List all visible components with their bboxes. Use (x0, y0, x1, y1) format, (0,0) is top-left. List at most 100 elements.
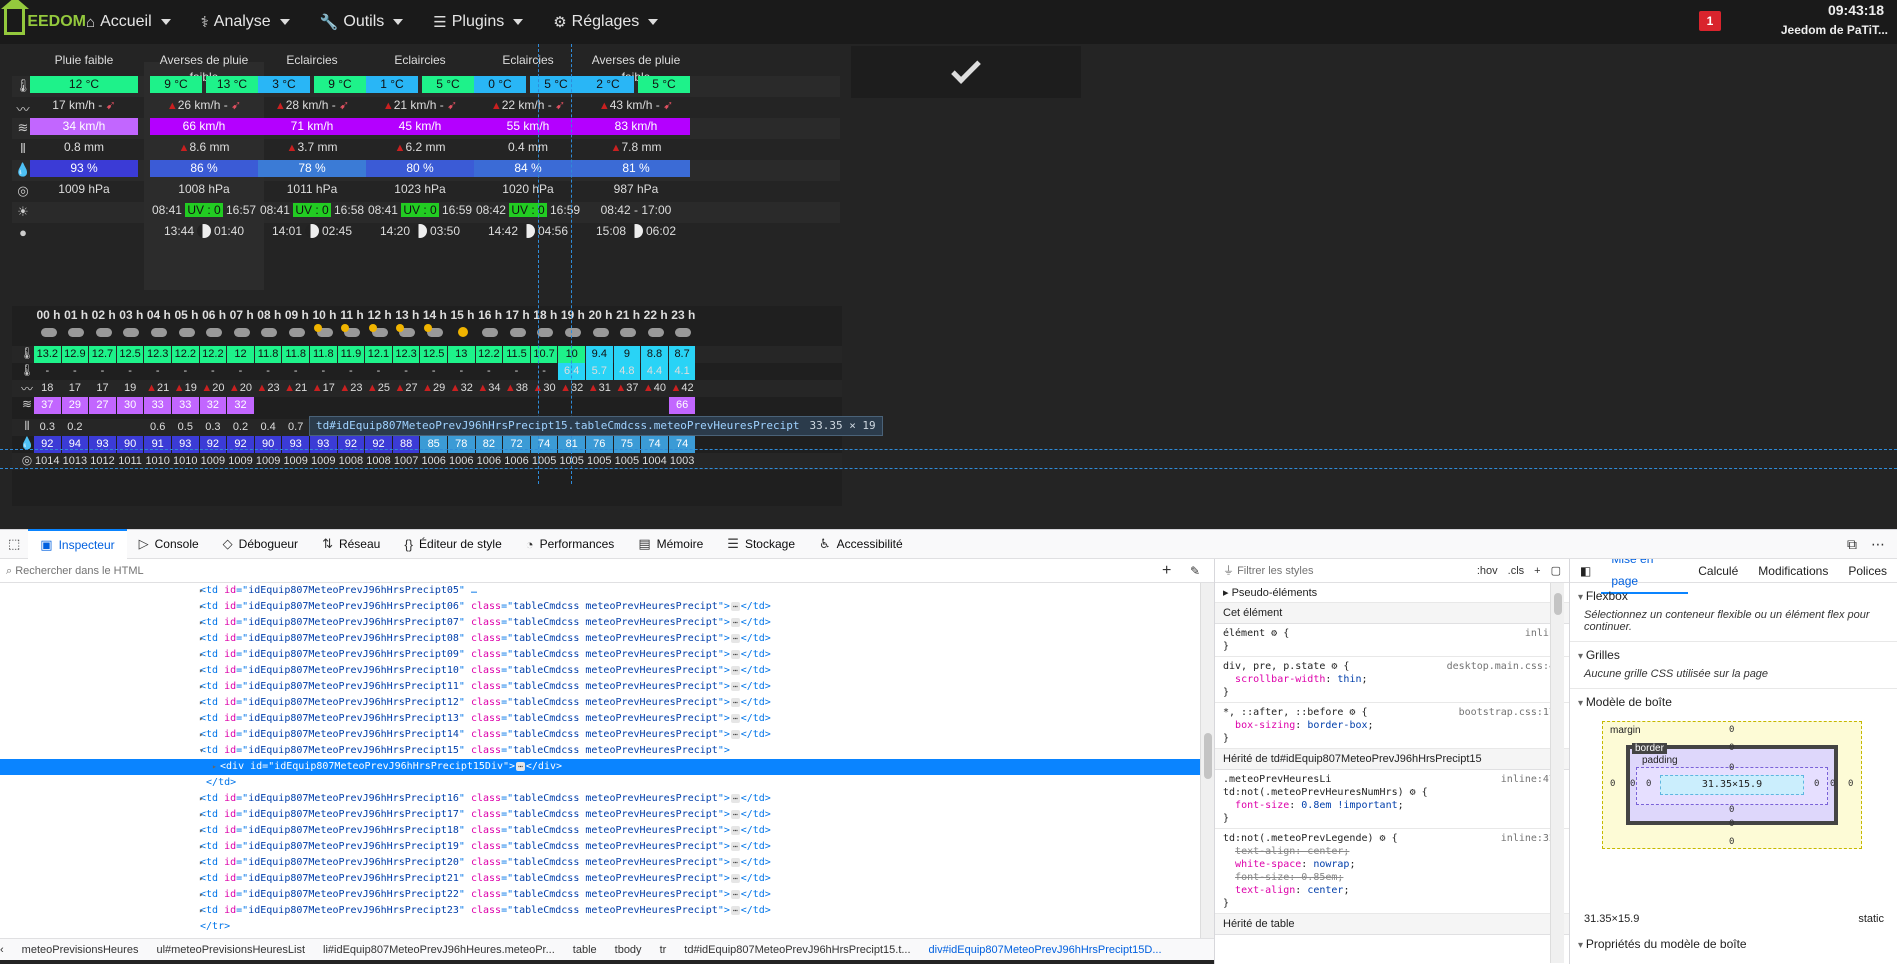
rule-source[interactable]: desktop.main.css:47 (1446, 661, 1561, 672)
html-node[interactable]: ▸<td id="idEquip807MeteoPrevJ96hHrsPreci… (199, 857, 771, 868)
box-model-properties-toggle[interactable]: Propriétés du modèle de boîte (1578, 937, 1747, 951)
border-left[interactable]: 0 (1630, 779, 1636, 789)
html-node[interactable]: ▸<td id="idEquip807MeteoPrevJ96hHrsPreci… (199, 905, 771, 916)
html-node[interactable]: ▸<td id="idEquip807MeteoPrevJ96hHrsPreci… (199, 809, 771, 820)
nav-accueil[interactable]: ⌂Accueil (86, 13, 171, 31)
tab-debogueur[interactable]: ◇Débogueur (222, 536, 299, 551)
breadcrumb-item[interactable]: ul#meteoPrevisionsHeuresList (156, 944, 306, 956)
scrollbar-thumb[interactable] (1204, 733, 1212, 779)
margin-top[interactable]: 0 (1729, 725, 1735, 735)
rules-scrollbar[interactable] (1550, 583, 1564, 963)
tab-memoire[interactable]: ▤Mémoire (638, 536, 704, 551)
user-name[interactable]: Jeedom de PaTiT... (1780, 23, 1888, 37)
tab-polices[interactable]: Polices (1848, 563, 1887, 578)
hour-pressure: 1011 (118, 455, 142, 467)
add-rule-icon[interactable]: + (1534, 565, 1541, 577)
html-node[interactable]: ▸<td id="idEquip807MeteoPrevJ96hHrsPreci… (199, 793, 771, 804)
nav-plugins[interactable]: ☰Plugins (433, 13, 524, 31)
filter-styles-input[interactable]: Filtrer les styles (1237, 565, 1314, 577)
tab-editeur-style[interactable]: {}Éditeur de style (404, 536, 502, 552)
html-node[interactable]: ▸<td id="idEquip807MeteoPrevJ96hHrsPreci… (199, 697, 771, 708)
html-search-input[interactable]: Rechercher dans le HTML (15, 565, 144, 577)
tab-inspecteur[interactable]: ▣Inspecteur (28, 529, 127, 559)
border-top[interactable]: 0 (1729, 743, 1735, 753)
hour-pressure: 1005 (614, 455, 640, 467)
html-node[interactable]: ▸<td id="idEquip807MeteoPrevJ96hHrsPreci… (199, 649, 771, 660)
margin-bottom[interactable]: 0 (1729, 837, 1735, 847)
html-node[interactable]: ▸<td id="idEquip807MeteoPrevJ96hHrsPreci… (199, 729, 771, 740)
sidebar-toggle-icon[interactable]: ◧ (1580, 563, 1592, 578)
tab-reseau[interactable]: ⇅Réseau (322, 536, 381, 551)
tab-accessibilite[interactable]: ♿Accessibilité (819, 536, 903, 551)
pick-element-button[interactable]: ⬚ (0, 529, 28, 559)
boxmodel-section-toggle[interactable]: Modèle de boîte (1570, 689, 1897, 713)
html-node[interactable]: ▸<td id="idEquip807MeteoPrevJ96hHrsPreci… (199, 585, 477, 596)
breadcrumb-item[interactable]: td#idEquip807MeteoPrevJ96hHrsPrecipt15.t… (684, 944, 911, 956)
html-node-selected[interactable]: ▸<div id="idEquip807MeteoPrevJ96hHrsPrec… (0, 759, 1200, 775)
html-node[interactable]: ▸<tr>⋯</tr> (0, 935, 1200, 938)
border-bottom[interactable]: 0 (1729, 819, 1735, 829)
hour-temp: 12.2 (475, 346, 503, 363)
breadcrumb-scroll-left-icon[interactable]: ‹ (0, 944, 4, 956)
element-highlighter-tooltip: td#idEquip807MeteoPrevJ96hHrsPrecipt15.t… (309, 416, 883, 436)
flexbox-section-toggle[interactable]: Flexbox (1570, 583, 1897, 607)
html-node[interactable]: ▸<td id="idEquip807MeteoPrevJ96hHrsPreci… (199, 633, 771, 644)
html-node[interactable]: ▸<td id="idEquip807MeteoPrevJ96hHrsPreci… (199, 873, 771, 884)
border-right[interactable]: 0 (1830, 779, 1836, 789)
caret-down-icon (160, 19, 171, 25)
tab-mise-en-page[interactable]: Mise en page (1601, 559, 1689, 594)
tab-console[interactable]: ▷Console (138, 536, 199, 551)
jeedom-logo[interactable]: EEDOM (0, 0, 86, 35)
scrollbar-thumb[interactable] (1554, 593, 1562, 615)
nav-outils[interactable]: 🔧Outils (320, 13, 404, 31)
validate-button[interactable] (851, 46, 1081, 98)
html-node[interactable]: ▸<td id="idEquip807MeteoPrevJ96hHrsPreci… (199, 713, 771, 724)
html-node[interactable]: ▾<td id="idEquip807MeteoPrevJ96hHrsPreci… (199, 745, 730, 756)
margin-left[interactable]: 0 (1610, 779, 1616, 789)
breadcrumb-item[interactable]: meteoPrevisionsHeures (21, 944, 139, 956)
html-tree-scrollbar[interactable] (1200, 583, 1214, 938)
rule-source[interactable]: inline:473 (1500, 774, 1561, 785)
hour-wind: ▲34 (477, 382, 501, 394)
tab-stockage[interactable]: ☰Stockage (727, 536, 795, 551)
html-node[interactable]: ▸<td id="idEquip807MeteoPrevJ96hHrsPreci… (199, 681, 771, 692)
pseudo-elements-toggle[interactable]: ▸ Pseudo-éléments (1215, 583, 1569, 603)
padding-left[interactable]: 0 (1646, 779, 1652, 789)
html-node[interactable]: ▸<td id="idEquip807MeteoPrevJ96hHrsPreci… (199, 889, 771, 900)
breadcrumb-item[interactable]: li#idEquip807MeteoPrevJ96hHeures.meteoPr… (323, 944, 555, 956)
nav-reglages[interactable]: ⚙Réglages (553, 13, 659, 31)
breadcrumb-item[interactable]: tbody (614, 944, 642, 956)
alert-count-badge[interactable]: 1 (1699, 11, 1721, 31)
margin-right[interactable]: 0 (1848, 779, 1854, 789)
breadcrumb-item[interactable]: tr (659, 944, 667, 956)
hour-humidity: 93 (282, 436, 309, 453)
html-node[interactable]: ▸<td id="idEquip807MeteoPrevJ96hHrsPreci… (199, 841, 771, 852)
tab-modifications[interactable]: Modifications (1758, 563, 1829, 578)
html-node[interactable]: ▸<td id="idEquip807MeteoPrevJ96hHrsPreci… (199, 825, 771, 836)
hov-toggle[interactable]: :hov (1476, 565, 1498, 577)
print-sim-icon[interactable]: ▢ (1550, 565, 1561, 577)
dock-icon[interactable]: ⧉ (1847, 536, 1857, 552)
rule-source[interactable]: inline (1524, 628, 1561, 639)
day-humidity: 86 % (150, 160, 258, 177)
padding-right[interactable]: 0 (1814, 779, 1820, 789)
cls-toggle[interactable]: .cls (1507, 565, 1525, 577)
html-node[interactable]: ▸<td id="idEquip807MeteoPrevJ96hHrsPreci… (199, 601, 771, 612)
eyedropper-icon[interactable]: ✎ (1190, 564, 1201, 578)
html-node[interactable]: ▸<td id="idEquip807MeteoPrevJ96hHrsPreci… (199, 617, 771, 628)
tab-calcule[interactable]: Calculé (1698, 563, 1739, 578)
rule-source[interactable]: inline:321 (1500, 833, 1561, 844)
add-node-icon[interactable]: + (1162, 562, 1172, 579)
box-content[interactable]: 31.35×15.9 (1660, 775, 1804, 795)
hour-humidity: 90 (116, 436, 144, 453)
padding-top[interactable]: 0 (1729, 763, 1735, 773)
grids-section-toggle[interactable]: Grilles (1570, 642, 1897, 666)
tab-performances[interactable]: ◔Performances (525, 536, 615, 552)
breadcrumb-item[interactable]: table (572, 944, 597, 956)
breadcrumb-item[interactable]: div#idEquip807MeteoPrevJ96hHrsPrecipt15D… (928, 944, 1162, 956)
nav-analyse[interactable]: ⚕Analyse (201, 13, 290, 31)
html-node[interactable]: ▸<td id="idEquip807MeteoPrevJ96hHrsPreci… (199, 665, 771, 676)
more-menu-icon[interactable]: ⋯ (1871, 536, 1885, 552)
rule-source[interactable]: bootstrap.css:171 (1458, 707, 1561, 718)
padding-bottom[interactable]: 0 (1729, 805, 1735, 815)
